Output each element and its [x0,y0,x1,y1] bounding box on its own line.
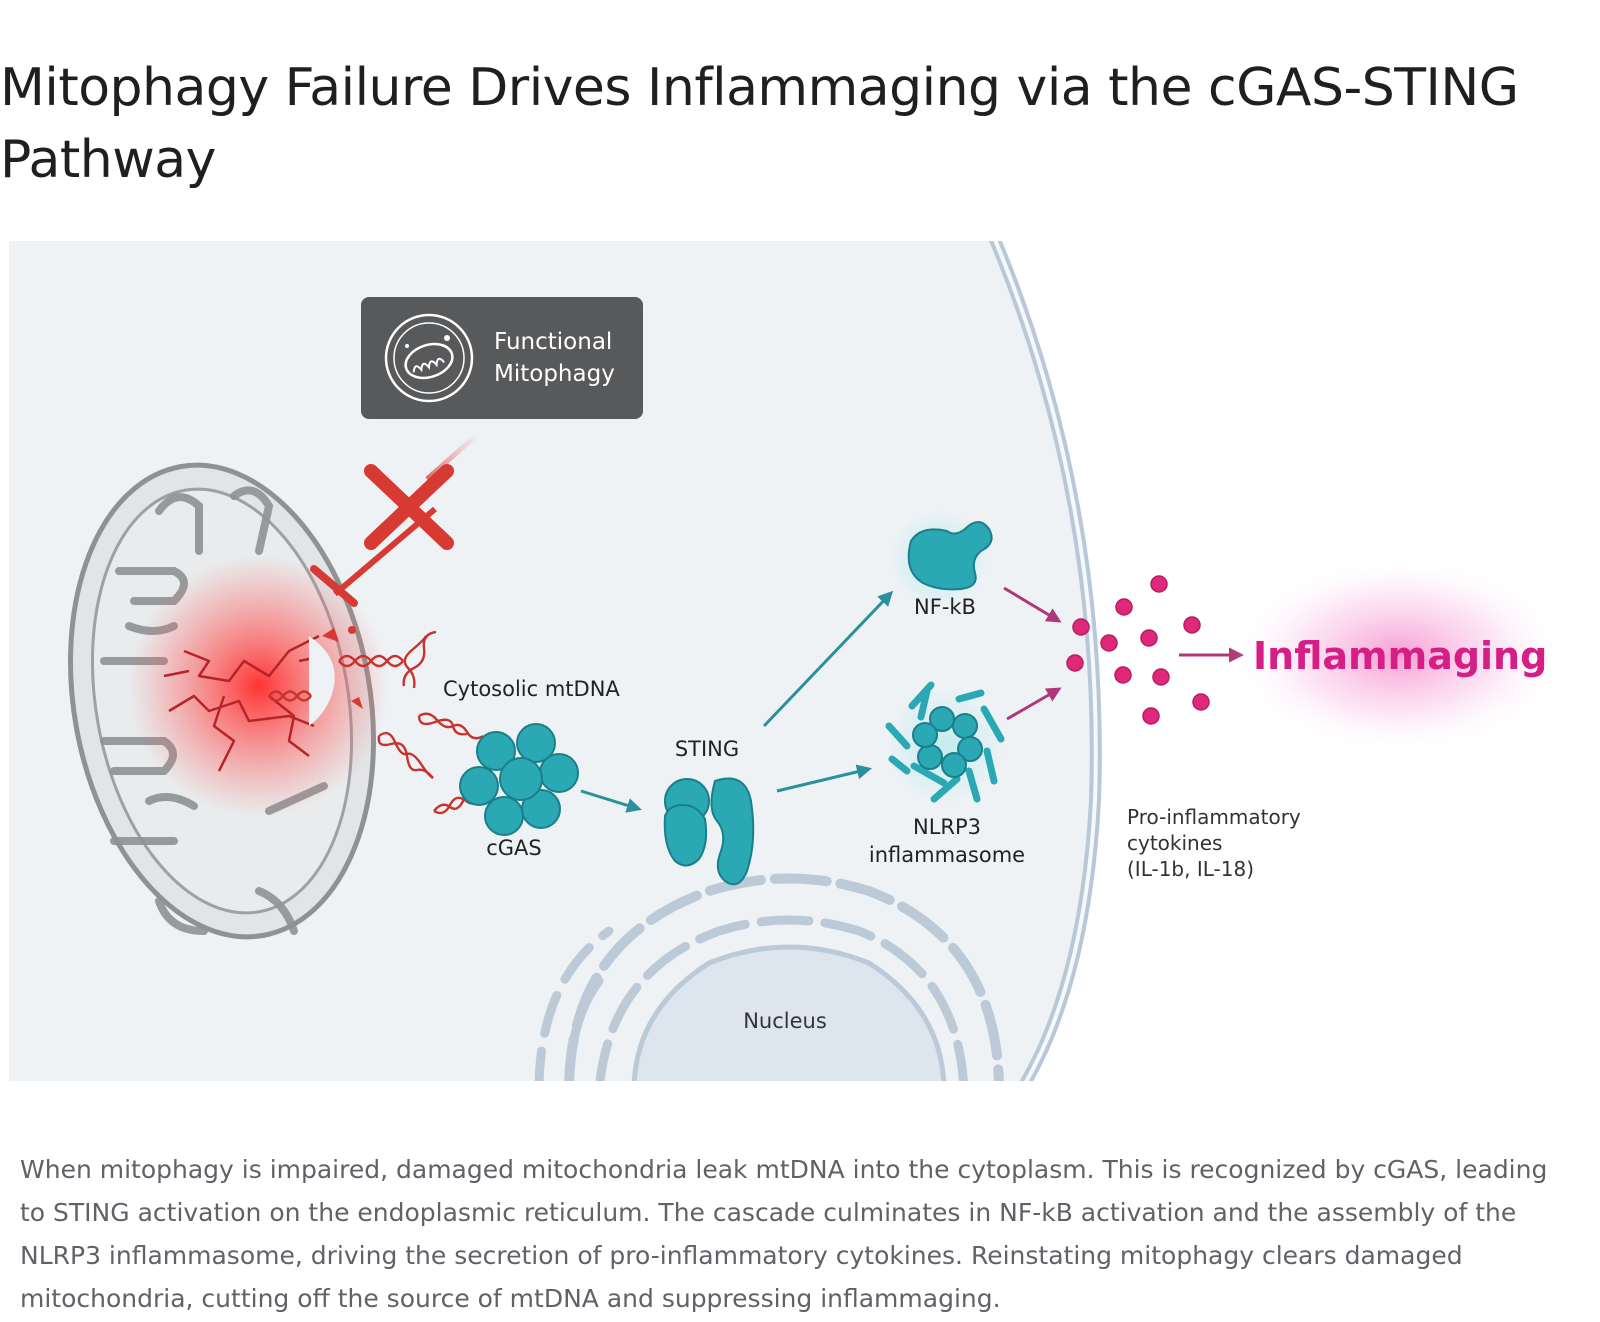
inflammasome-label: inflammasome [869,843,1025,867]
mitochondrion-icon [384,313,474,403]
damaged-mitochondrion [68,462,389,940]
cgas-protein [459,723,579,836]
arrow-cgas-sting [580,789,642,813]
arrow-sting-nlrp3 [776,764,872,793]
arrow-nlrp3-cytokines [1006,687,1062,721]
cytokine-dots [1066,575,1210,725]
inhibition-x-icon [310,464,454,607]
caption: When mitophagy is impaired, damaged mito… [20,1155,1548,1313]
nlrp3-label: NLRP3 [913,815,981,839]
cytokines-label-3: (IL-1b, IL-18) [1127,857,1254,881]
functional-label: Functional [494,329,612,355]
cgas-label: cGAS [486,836,542,860]
inflammaging-label: Inflammaging [1253,634,1547,678]
sting-label: STING [675,737,739,761]
cytokines-label-1: Pro-inflammatory [1127,805,1301,829]
pathway-diagram: Nucleus Functional Mitophagy [9,241,1569,1081]
nucleus-er [534,873,1004,1081]
page-title: Mitophagy Failure Drives Inflammaging vi… [0,58,1519,190]
nlrp3-inflammasome [885,681,1005,803]
cytokines-label-2: cytokines [1127,831,1222,855]
functional-mitophagy-box: Functional Mitophagy [361,297,643,419]
nfkb-protein [907,521,993,591]
mitophagy-label: Mitophagy [494,361,615,387]
arrow-nfkb-cytokines [1003,586,1062,623]
nucleus-label: Nucleus [743,1009,827,1033]
sting-protein [663,777,755,886]
cytosolic-mtdna-label: Cytosolic mtDNA [443,677,620,701]
nfkb-label: NF-kB [914,595,976,619]
arrow-sting-nfkb [762,590,894,728]
